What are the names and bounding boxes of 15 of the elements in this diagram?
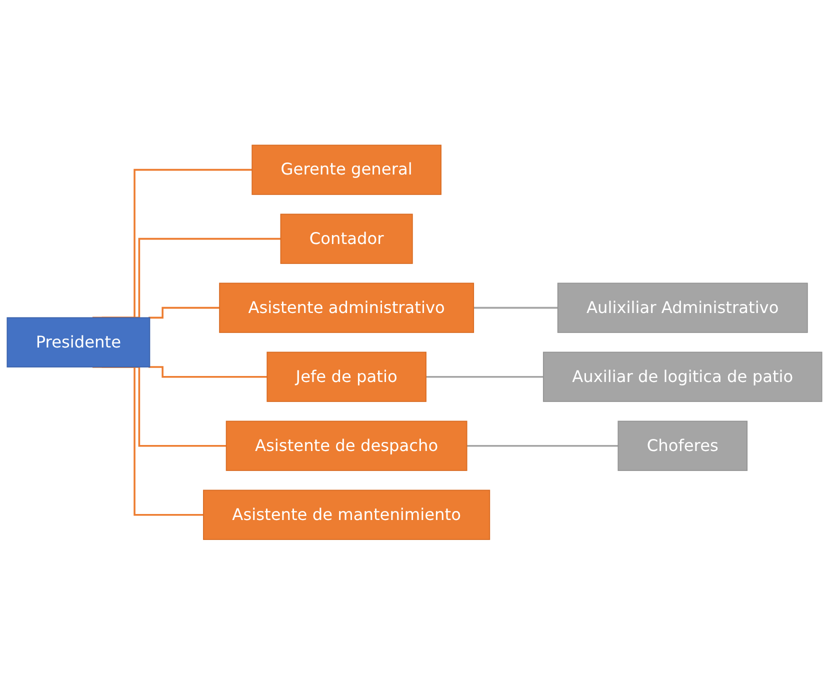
node-box: Auxiliar de logitica de patio — [542, 352, 822, 402]
node-box: Choferes — [618, 420, 748, 472]
connector — [148, 307, 220, 319]
node-box: Jefe de patio — [266, 352, 426, 402]
node-box: Asistente de despacho — [226, 420, 468, 472]
connector — [426, 376, 544, 378]
connector — [148, 366, 268, 378]
node-box: Gerente general — [252, 144, 442, 196]
node-box: Asistente de mantenimiento — [203, 490, 490, 540]
node-box: Aulixiliar Administrativo — [557, 282, 808, 334]
node-box: Asistente administrativo — [219, 282, 474, 334]
connector — [466, 445, 618, 447]
node-box: Contador — [280, 214, 413, 264]
connector — [474, 307, 558, 309]
node-box: Presidente — [6, 317, 150, 368]
